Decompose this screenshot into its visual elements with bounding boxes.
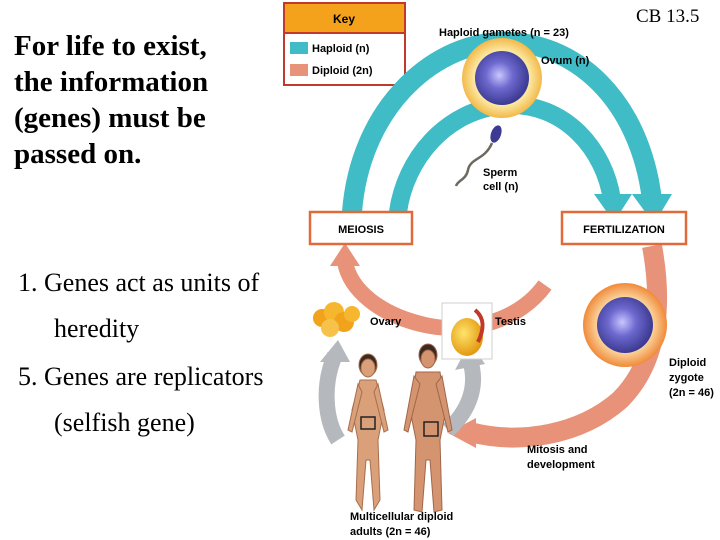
female-gonad-marker [360,416,376,430]
ovary-label: Ovary [370,316,402,328]
male-gonad-marker [423,421,439,437]
key-diploid-label: Diploid (2n) [312,65,373,77]
key-haploid-label: Haploid (n) [312,43,370,55]
intro-line: passed on. [14,138,142,170]
haploid-outer-arrowhead [632,194,672,224]
female-to-ovary-arrow [318,351,345,445]
ovary-icon [313,302,360,337]
diploid-outer-arrowhead [448,418,476,448]
fertilization-label: FERTILIZATION [583,224,665,236]
key-title: Key [333,12,355,26]
testis-label: Testis [495,316,526,328]
intro-line: the information [14,66,209,98]
key-haploid-swatch [290,42,308,54]
female-adult-figure [347,353,389,512]
female-arrowhead [320,340,350,362]
point-1: 1. Genes act as units of [18,268,260,297]
haploid-inner-arc [389,95,621,214]
zygote-label-line1: Diploid [669,357,706,369]
male-to-testis-arrow [442,357,481,436]
haploid-gametes-label: Haploid gametes (n = 23) [439,27,569,39]
haploid-inner-arrowhead [594,194,632,222]
intro-line: (genes) must be [14,102,206,134]
figure-reference: CB 13.5 [636,6,700,27]
key-items-box [283,32,406,86]
sperm-label-line2: cell (n) [483,181,519,193]
zygote-label-line2: zygote [669,372,704,384]
key-title-bar [283,2,406,34]
point-1-continuation: heredity [54,314,140,343]
point-5-continuation: (selfish gene) [54,408,195,437]
ovum-icon [475,51,529,105]
zygote-label-line3: (2n = 46) [669,387,714,399]
mitosis-label-line2: development [527,459,595,471]
ovum-label: Ovum (n) [541,55,590,67]
mitosis-label-line1: Mitosis and [527,444,588,456]
fertilization-box [560,210,688,246]
meiosis-box [308,210,414,246]
testis-icon [451,318,483,356]
adults-label-line2: adults (2n = 46) [350,526,431,538]
male-adult-figure [403,343,453,513]
zygote-icon [597,297,653,353]
sperm-tail [454,142,494,187]
intro-text: For life to exist, the information (gene… [14,28,264,172]
diploid-inner-arc [337,260,552,336]
meiosis-label: MEIOSIS [338,224,384,236]
point-5: 5. Genes are replicators [18,362,264,391]
diploid-outer-arc [467,244,668,448]
key-box: Key Haploid (n) Diploid (2n) [283,2,406,86]
adults-label-line1: Multicellular diploid [350,511,453,523]
key-diploid-swatch [290,64,308,76]
diploid-inner-arrowhead [330,243,360,266]
sperm-icon [490,125,502,143]
sperm-label-line1: Sperm [483,167,517,179]
intro-line: For life to exist, [14,30,207,62]
testis-duct [473,308,485,343]
